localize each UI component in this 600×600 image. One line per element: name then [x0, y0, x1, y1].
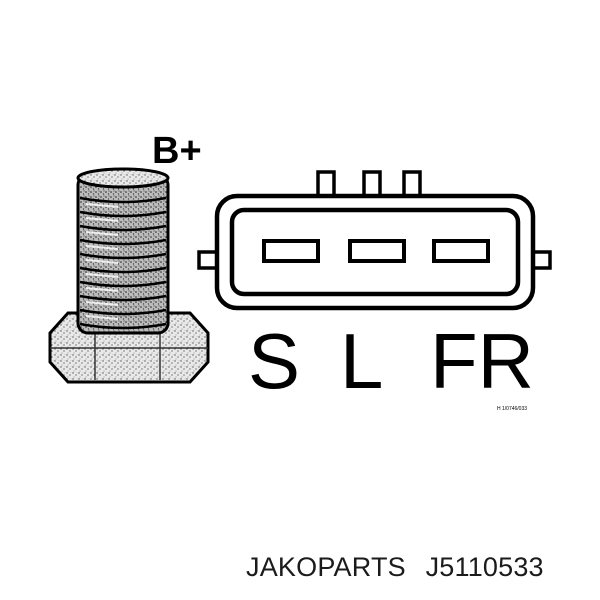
threaded-stud-terminal-icon: [48, 167, 210, 384]
connector-pin-slot-l: [348, 239, 406, 263]
pin-label-fr: FR: [430, 317, 534, 405]
terminal-thread-highlights: [85, 203, 119, 320]
pin-label-s: S: [248, 317, 300, 405]
three-pin-plug-connector-icon: [197, 170, 552, 311]
terminal-stud-threads: [79, 196, 167, 330]
brand-name: JAKOPARTS: [246, 552, 406, 582]
product-caption: JAKOPARTS J5110533: [246, 552, 596, 592]
terminal-stud-cap: [76, 167, 170, 189]
image-code: H 1/0746/033: [497, 406, 527, 412]
part-number: J5110533: [425, 552, 544, 582]
terminal-label: B+: [152, 130, 202, 172]
connector-pin-slot-fr: [432, 239, 490, 263]
pin-label-l: L: [340, 317, 383, 405]
connector-pin-slot-s: [262, 239, 320, 263]
